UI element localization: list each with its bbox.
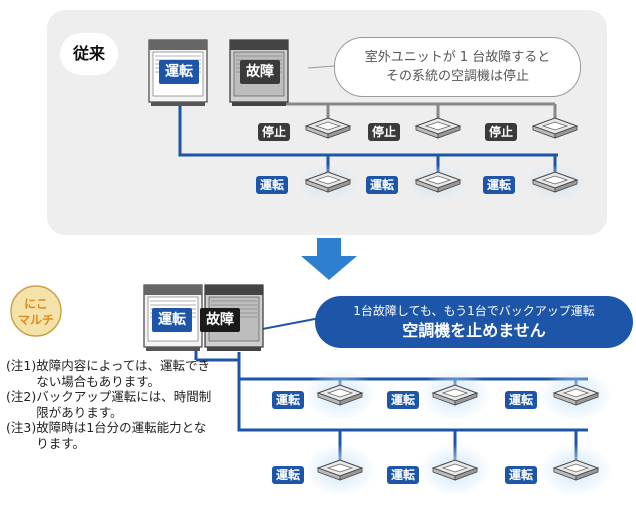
unit-failed-badge: 故障	[240, 60, 280, 84]
logo-line-1: にこ	[24, 297, 48, 311]
notes: (注1) 故障内容によっては、運転できない場合もあります。 (注2) バックアッ…	[6, 358, 216, 451]
note-number: (注1)	[6, 358, 37, 373]
down-arrow-icon	[301, 238, 357, 280]
note-text: バックアップ運転には、時間制限があります。	[36, 389, 212, 420]
running-badge: 運転	[387, 391, 420, 409]
note-item: (注2) バックアップ運転には、時間制限があります。	[6, 389, 216, 420]
running-badge: 運転	[272, 466, 305, 484]
nikomaru-logo-icon: にこ マルチ	[10, 285, 62, 337]
ceiling-cassette-icon	[305, 117, 351, 139]
callout-line-2: その系統の空調機は停止	[385, 69, 529, 84]
running-badge: 運転	[387, 466, 420, 484]
unit-failed-badge: 故障	[200, 308, 240, 332]
running-badge: 運転	[256, 176, 289, 194]
note-item: (注1) 故障内容によっては、運転できない場合もあります。	[6, 358, 216, 389]
ceiling-cassette-icon	[532, 117, 578, 139]
note-text: 故障時は1台分の運転能力となります。	[36, 420, 207, 451]
note-number: (注2)	[6, 389, 37, 404]
backup-callout: 1台故障しても、もう1台でバックアップ運転 空調機を止めません	[315, 296, 633, 348]
conventional-label: 従来	[60, 33, 118, 75]
unit-running-badge: 運転	[152, 308, 192, 332]
note-number: (注3)	[6, 420, 37, 435]
running-badge: 運転	[483, 176, 516, 194]
stopped-badge: 停止	[485, 123, 518, 141]
logo-line-2: マルチ	[18, 313, 54, 327]
backup-callout-line-2: 空調機を止めません	[402, 320, 546, 340]
backup-callout-line-1: 1台故障しても、もう1台でバックアップ運転	[353, 303, 595, 318]
running-badge: 運転	[505, 466, 538, 484]
callout-line-1: 室外ユニットが 1 台故障すると	[364, 50, 551, 65]
ceiling-cassette-icon	[415, 117, 461, 139]
note-text: 故障内容によっては、運転できない場合もあります。	[36, 358, 210, 389]
running-badge: 運転	[505, 391, 538, 409]
running-badge: 運転	[272, 391, 305, 409]
note-item: (注3) 故障時は1台分の運転能力となります。	[6, 420, 216, 451]
failure-callout: 室外ユニットが 1 台故障すると その系統の空調機は停止	[334, 37, 581, 97]
unit-running-badge: 運転	[159, 60, 199, 84]
stopped-badge: 停止	[258, 123, 291, 141]
stopped-badge: 停止	[368, 123, 401, 141]
running-badge: 運転	[366, 176, 399, 194]
